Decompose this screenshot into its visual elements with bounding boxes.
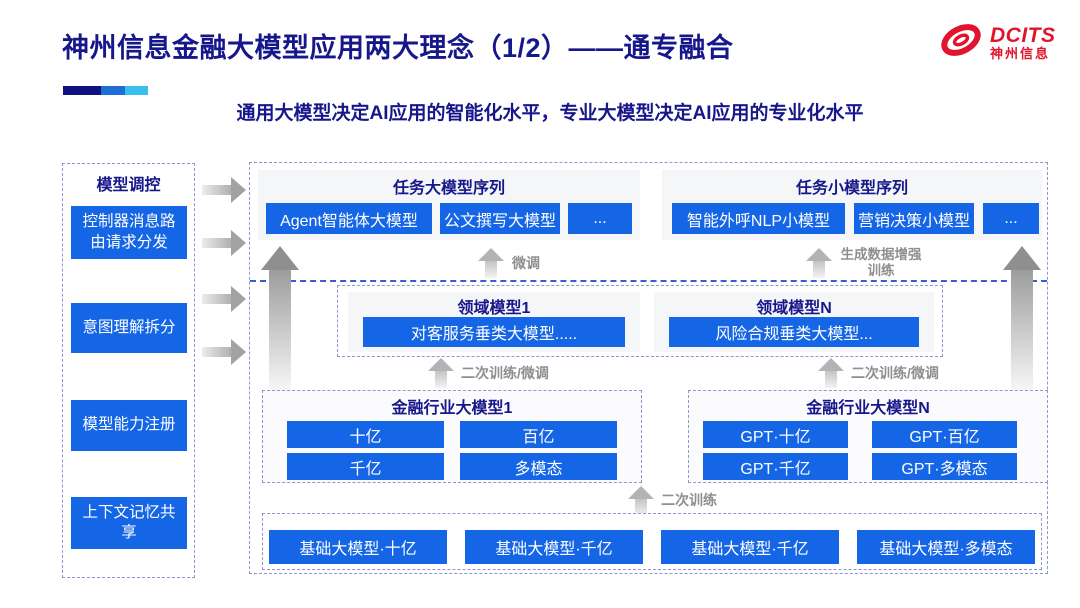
label-gen-data-train: 生成数据增强训练 — [840, 247, 922, 279]
sidebar-item-register: 模型能力注册 — [71, 400, 187, 451]
panel-domain-model-n: 领域模型N 风险合规垂类大模型... — [654, 292, 934, 352]
up-arrow-icon — [806, 248, 832, 278]
logo-brand-cn: 神州信息 — [990, 45, 1051, 61]
model-box: 百亿 — [460, 421, 617, 448]
title-accent-bar — [63, 86, 148, 95]
logo-brand-text: DCITS — [990, 23, 1056, 47]
panel-title: 任务小模型序列 — [795, 180, 908, 197]
label-secondary-ft-left: 二次训练/微调 — [461, 365, 549, 381]
panel-task-large-models: 任务大模型序列 Agent智能体大模型 公文撰写大模型 ... — [258, 170, 640, 240]
panel-domain-model-1: 领域模型1 对客服务垂类大模型..... — [348, 292, 640, 352]
model-box-ellipsis: ... — [983, 203, 1039, 234]
panel-industry-model-n: 金融行业大模型N GPT·十亿 GPT·百亿 GPT·千亿 GPT·多模态 — [688, 390, 1048, 483]
main-diagram-container — [249, 162, 1048, 574]
right-arrow-icon — [202, 230, 246, 256]
panel-title: 金融行业大模型1 — [391, 400, 513, 417]
label-fine-tune: 微调 — [512, 255, 540, 271]
panel-title: 金融行业大模型N — [806, 400, 930, 417]
model-box: 十亿 — [287, 421, 444, 448]
model-box: 风险合规垂类大模型... — [669, 317, 919, 347]
model-box: 基础大模型·千亿 — [465, 530, 643, 564]
blue-dashed-divider — [250, 280, 1047, 282]
sidebar-item-router: 控制器消息路由请求分发 — [71, 206, 187, 259]
model-box: GPT·十亿 — [703, 421, 848, 448]
domain-models-container: 领域模型1 对客服务垂类大模型..... 领域模型N 风险合规垂类大模型... — [337, 285, 943, 357]
model-box: 公文撰写大模型 — [440, 203, 560, 234]
label-secondary-ft-right: 二次训练/微调 — [851, 365, 939, 381]
panel-title: 领域模型N — [756, 300, 832, 317]
dcits-swirl-icon — [938, 20, 984, 65]
model-box: 千亿 — [287, 453, 444, 480]
page-title: 神州信息金融大模型应用两大理念（1/2）——通专融合 — [62, 33, 734, 63]
model-box: 基础大模型·十亿 — [269, 530, 447, 564]
label-secondary-train: 二次训练 — [661, 492, 717, 508]
model-box: GPT·多模态 — [872, 453, 1017, 480]
foundation-models-container: 基础大模型·十亿 基础大模型·千亿 基础大模型·千亿 基础大模型·多模态 — [262, 513, 1042, 570]
model-box: 基础大模型·多模态 — [857, 530, 1035, 564]
model-box-ellipsis: ... — [568, 203, 632, 234]
model-box: GPT·百亿 — [872, 421, 1017, 448]
sidebar-item-context: 上下文记忆共享 — [71, 497, 187, 549]
panel-industry-model-1: 金融行业大模型1 十亿 百亿 千亿 多模态 — [262, 390, 642, 483]
dcits-logo: DCITS 神州信息 — [938, 20, 1056, 65]
up-arrow-icon — [628, 486, 654, 516]
model-box: Agent智能体大模型 — [266, 203, 432, 234]
tall-up-arrow-icon — [261, 246, 299, 390]
right-arrow-icon — [202, 339, 246, 365]
model-box: 智能外呼NLP小模型 — [672, 203, 845, 234]
panel-title: 任务大模型序列 — [392, 180, 505, 197]
sidebar-title: 模型调控 — [96, 177, 161, 194]
up-arrow-icon — [818, 358, 844, 388]
tall-up-arrow-icon — [1003, 246, 1041, 390]
model-box: 营销决策小模型 — [854, 203, 974, 234]
model-box: 多模态 — [460, 453, 617, 480]
right-arrow-icon — [202, 286, 246, 312]
up-arrow-icon — [478, 248, 504, 278]
model-box: GPT·千亿 — [703, 453, 848, 480]
up-arrow-icon — [428, 358, 454, 388]
model-box: 基础大模型·千亿 — [661, 530, 839, 564]
panel-title: 领域模型1 — [457, 300, 531, 317]
slide-subtitle: 通用大模型决定AI应用的智能化水平，专业大模型决定AI应用的专业化水平 — [236, 103, 864, 124]
sidebar-model-control: 模型调控 控制器消息路由请求分发 意图理解拆分 模型能力注册 上下文记忆共享 — [62, 163, 195, 578]
sidebar-item-intent: 意图理解拆分 — [71, 303, 187, 353]
right-arrow-icon — [202, 177, 246, 203]
panel-task-small-models: 任务小模型序列 智能外呼NLP小模型 营销决策小模型 ... — [662, 170, 1042, 240]
model-box: 对客服务垂类大模型..... — [363, 317, 625, 347]
